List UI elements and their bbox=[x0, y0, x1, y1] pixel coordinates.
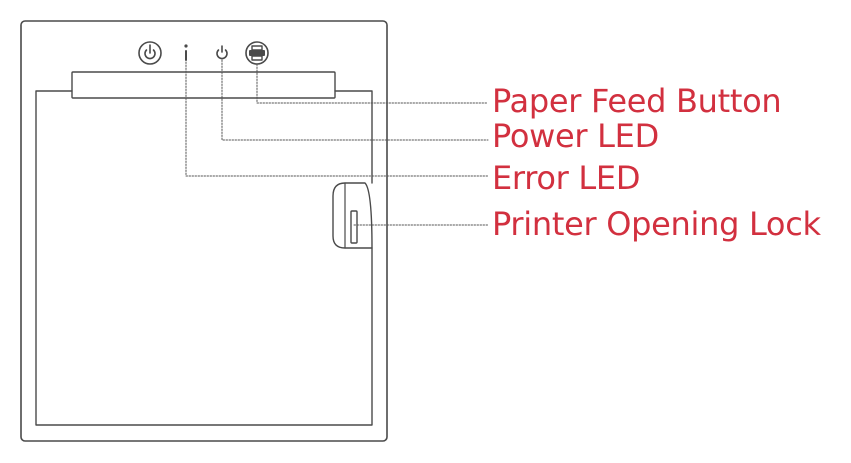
printer-icon bbox=[245, 41, 269, 65]
leader-paper-feed bbox=[256, 63, 489, 104]
printer-opening-lock-slot bbox=[350, 210, 358, 244]
label-printer-opening-lock: Printer Opening Lock bbox=[492, 205, 821, 243]
label-paper-feed-button: Paper Feed Button bbox=[492, 82, 782, 120]
label-error-led: Error LED bbox=[492, 159, 641, 197]
info-icon bbox=[184, 44, 188, 61]
leader-power-led bbox=[221, 59, 489, 141]
paper-cutter-bar bbox=[71, 71, 336, 99]
leader-error-led bbox=[185, 61, 489, 177]
power-icon bbox=[138, 41, 162, 65]
printer-body bbox=[20, 20, 388, 442]
printer-cover bbox=[35, 90, 373, 426]
label-power-led: Power LED bbox=[492, 117, 659, 155]
power-led-icon bbox=[216, 45, 228, 60]
printer-opening-lock bbox=[332, 182, 373, 249]
